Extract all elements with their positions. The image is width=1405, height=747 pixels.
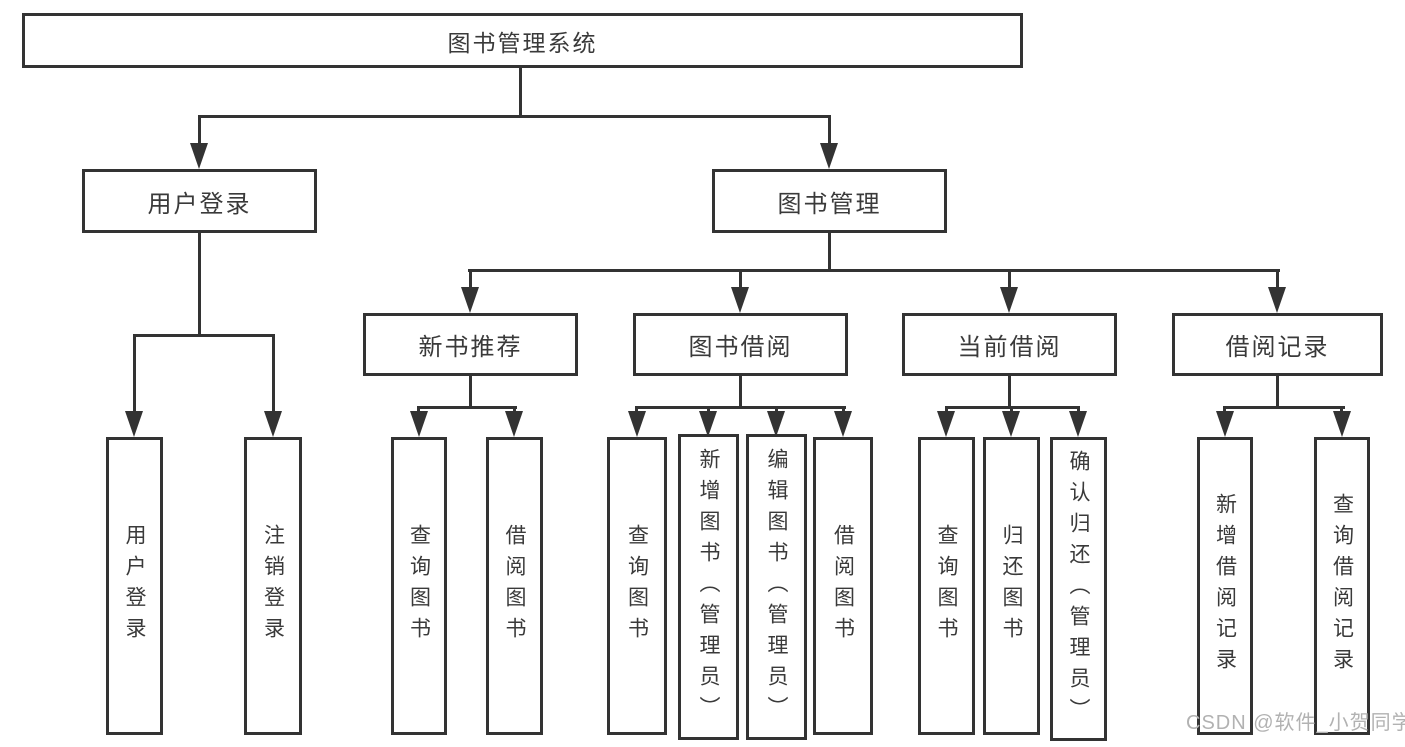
connector-line [828,233,831,272]
connector-line [513,406,516,415]
connector-line [739,376,742,409]
connector-line [133,334,275,337]
arrowhead [1000,287,1018,313]
arrowhead [731,287,749,313]
arrowhead [937,411,955,437]
node-label: 确认归还（管理员） [1067,449,1090,729]
connector-line [1223,406,1345,409]
leaf-recommend-borrow-book: 借阅图书 [486,437,543,735]
node-borrowing-records: 借阅记录 [1172,313,1383,376]
arrowhead [125,411,143,437]
connector-line [1077,406,1080,415]
node-label: 查询借阅记录 [1330,493,1354,679]
leaf-borrow-borrow-book: 借阅图书 [813,437,873,735]
node-root-library-system: 图书管理系统 [22,13,1023,68]
leaf-borrow-add-book-admin: 新增图书（管理员） [678,434,739,740]
leaf-logout: 注销登录 [244,437,302,735]
connector-line [272,334,275,414]
node-book-management: 图书管理 [712,169,947,233]
connector-line [1276,269,1279,291]
node-label: 当前借阅 [957,334,1062,361]
connector-line [739,269,742,291]
node-label: 编辑图书（管理员） [765,447,788,727]
connector-line [945,406,948,415]
arrowhead [1268,287,1286,313]
connector-line [828,115,831,143]
arrowhead [1216,411,1234,437]
node-label: 用户登录 [147,190,252,218]
arrowhead [628,411,646,437]
connector-line [635,406,846,409]
arrowhead [1333,411,1351,437]
node-label: 新增借阅记录 [1213,493,1237,679]
leaf-borrow-query-book: 查询图书 [607,437,667,735]
connector-line [707,406,710,415]
node-book-borrowing: 图书借阅 [633,313,848,376]
arrowhead [505,411,523,437]
connector-line [842,406,845,415]
connector-line [1008,376,1011,409]
connector-line [417,406,517,409]
arrowhead [834,411,852,437]
node-label: 查询图书 [407,524,431,648]
connector-line [1276,376,1279,409]
leaf-records-query-record: 查询借阅记录 [1314,437,1370,735]
leaf-current-confirm-return-admin: 确认归还（管理员） [1050,437,1107,741]
connector-line [1223,406,1226,415]
node-label: 新书推荐 [418,334,523,361]
leaf-borrow-edit-book-admin: 编辑图书（管理员） [746,434,807,740]
connector-line [469,376,472,409]
connector-line [635,406,638,415]
connector-line [1010,406,1013,415]
node-label: 新增图书（管理员） [697,447,720,727]
node-label: 借阅记录 [1225,334,1330,361]
node-label: 查询图书 [625,524,649,648]
leaf-records-add-record: 新增借阅记录 [1197,437,1253,735]
arrowhead [767,411,785,437]
node-label: 归还图书 [1000,524,1023,648]
arrowhead [410,411,428,437]
connector-line [1008,269,1011,291]
node-label: 图书借阅 [688,334,793,361]
node-label: 图书管理系统 [447,29,598,56]
arrowhead [264,411,282,437]
arrowhead [190,143,208,169]
node-label: 用户登录 [123,524,146,648]
arrowhead [820,143,838,169]
node-label: 借阅图书 [831,524,855,648]
arrowhead [699,411,717,437]
connector-line [198,115,201,143]
node-new-book-recommend: 新书推荐 [363,313,578,376]
connector-line [198,115,831,118]
leaf-current-return-book: 归还图书 [983,437,1040,735]
arrowhead [1002,411,1020,437]
connector-line [417,406,420,415]
node-label: 注销登录 [261,524,285,648]
connector-line [775,406,778,415]
leaf-user-login: 用户登录 [106,437,163,735]
connector-line [1340,406,1343,415]
connector-line [519,68,522,118]
arrowhead [461,287,479,313]
leaf-recommend-query-book: 查询图书 [391,437,447,735]
connector-line [468,269,1280,272]
leaf-current-query-book: 查询图书 [918,437,975,735]
connector-line [469,269,472,291]
arrowhead [1069,411,1087,437]
node-label: 借阅图书 [503,524,526,648]
node-label: 图书管理 [777,190,882,218]
connector-line [198,233,201,336]
node-user-login: 用户登录 [82,169,317,233]
node-label: 查询图书 [935,524,958,648]
csdn-watermark: CSDN @软件_小贺同学 [1186,712,1405,734]
connector-line [133,334,136,414]
node-current-borrowing: 当前借阅 [902,313,1117,376]
